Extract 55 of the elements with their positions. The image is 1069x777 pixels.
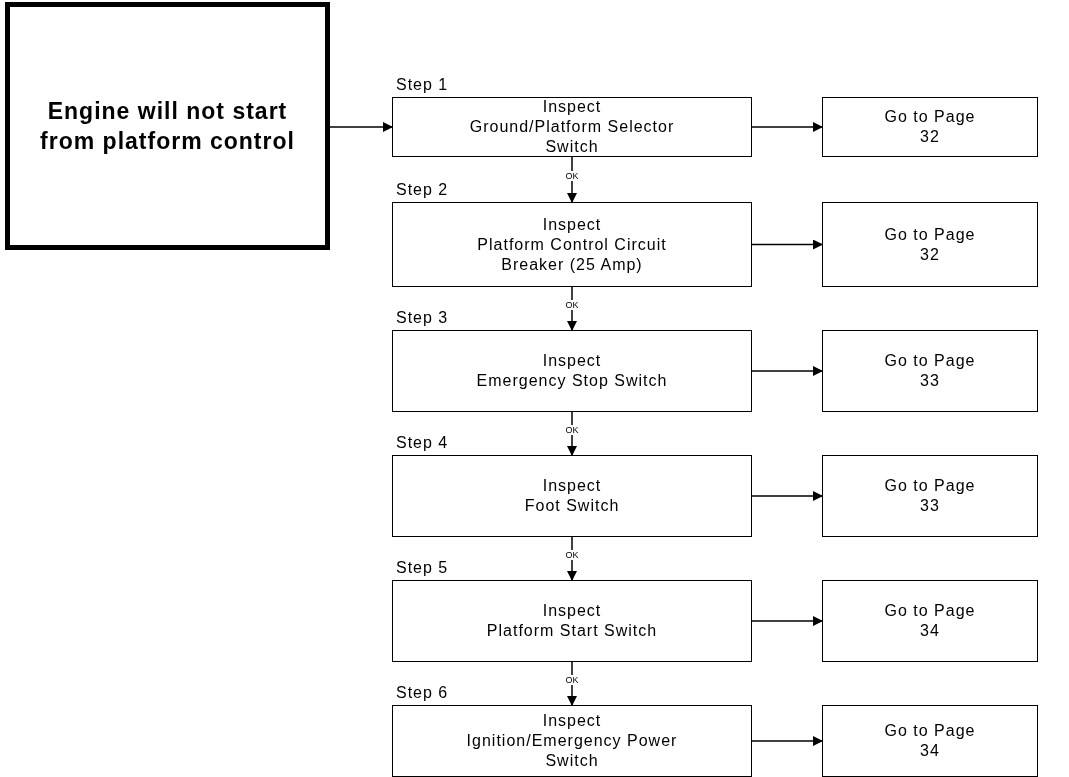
step-text: Emergency Stop Switch	[476, 371, 668, 391]
edge-label: OK	[564, 424, 580, 435]
page-reference-box	[822, 97, 1038, 157]
step-heading: Step 2	[396, 181, 449, 199]
arrow	[567, 536, 577, 581]
arrow	[751, 366, 823, 376]
problem-text: Engine will not start from platform control	[39, 97, 296, 156]
arrow	[751, 491, 823, 501]
page-reference-text: Go to Page	[884, 476, 976, 496]
arrow	[751, 122, 823, 132]
page-reference-text: Go to Page	[884, 721, 976, 741]
page-reference-box	[822, 705, 1038, 777]
step-text: Inspect	[542, 601, 602, 621]
page-reference-text: 33	[920, 371, 940, 391]
step-text: Inspect	[542, 97, 602, 117]
page-reference-text: Go to Page	[884, 107, 976, 127]
page-reference-text: Go to Page	[884, 224, 976, 245]
page-reference-text: 32	[920, 127, 940, 147]
arrow	[751, 239, 823, 250]
arrow	[751, 736, 823, 746]
page-reference-text: Go to Page	[884, 601, 976, 621]
edge-label: OK	[564, 170, 580, 181]
arrow	[567, 411, 577, 456]
page-reference-text: 34	[920, 621, 940, 641]
step-text: Inspect	[542, 351, 602, 371]
step-text: Ground/Platform Selector Switch	[468, 117, 676, 157]
step-text: Inspect	[542, 214, 602, 235]
step-heading: Step 6	[396, 684, 449, 702]
step-text: Platform Start Switch	[486, 621, 658, 641]
page-reference-box	[822, 330, 1038, 412]
arrow	[567, 661, 577, 706]
page-reference-text: Go to Page	[884, 351, 976, 371]
step-heading: Step 4	[396, 434, 449, 452]
page-reference-text: 32	[920, 244, 940, 265]
page-reference-box	[822, 202, 1038, 287]
step-text: Foot Switch	[524, 496, 620, 516]
step-text: Platform Control Circuit Breaker (25 Amp)	[476, 234, 668, 275]
arrow	[567, 156, 577, 203]
problem-box	[5, 2, 330, 250]
step-text: Inspect	[542, 476, 602, 496]
page-reference-text: 34	[920, 741, 940, 761]
step-text: Inspect	[542, 711, 602, 731]
page-reference-text: 33	[920, 496, 940, 516]
step-heading: Step 5	[396, 559, 449, 577]
step-heading: Step 3	[396, 309, 449, 327]
step-heading: Step 1	[396, 76, 449, 94]
page-reference-box	[822, 580, 1038, 662]
edge-label: OK	[564, 674, 580, 685]
edge-label: OK	[564, 299, 580, 310]
page-reference-box	[822, 455, 1038, 537]
arrow	[329, 122, 393, 132]
edge-label: OK	[564, 549, 580, 560]
arrow	[567, 286, 577, 331]
arrow	[751, 616, 823, 626]
step-text: Ignition/Emergency Power Switch	[465, 731, 679, 771]
